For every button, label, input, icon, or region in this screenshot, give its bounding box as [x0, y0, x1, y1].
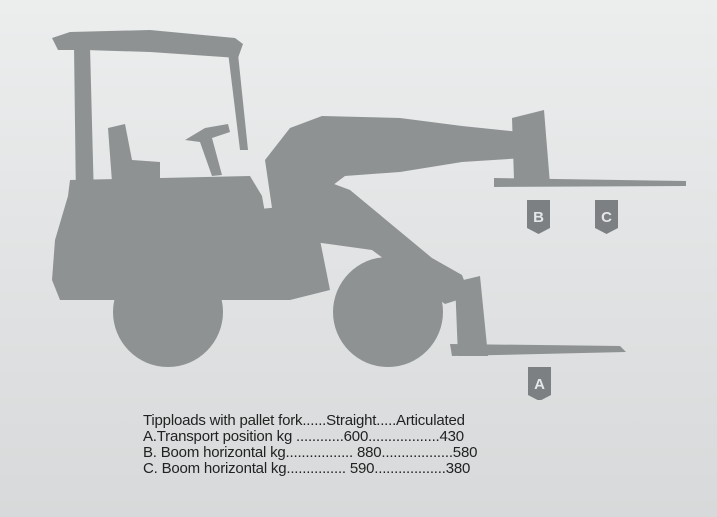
marker-c-label: C	[601, 209, 612, 226]
marker-c: C	[595, 200, 618, 234]
steering-column	[185, 124, 230, 176]
lower-forks	[450, 344, 626, 356]
front-wheel	[333, 257, 443, 367]
lower-fork-carriage	[455, 276, 488, 356]
boom-lower-arm	[280, 175, 470, 304]
cab-rear-pillar	[74, 46, 94, 200]
loader-body	[52, 176, 272, 300]
marker-a-label: A	[534, 376, 545, 393]
upper-forks	[494, 178, 686, 187]
marker-b: B	[527, 200, 550, 234]
marker-a: A	[528, 367, 551, 400]
seat	[108, 124, 160, 182]
marker-b-label: B	[533, 209, 544, 226]
cab-roof	[52, 30, 243, 58]
cab-front-pillar	[228, 52, 248, 150]
loader-silhouette-diagram: B C A	[52, 30, 686, 400]
spec-table-header: Tipploads with pallet fork......Straight…	[143, 412, 465, 429]
tipload-spec-table: Tipploads with pallet fork......Straight…	[143, 413, 477, 477]
spec-row-c: C. Boom horizontal kg............... 590…	[143, 460, 471, 477]
rear-wheel	[113, 257, 223, 367]
spec-row-b: B. Boom horizontal kg................. 8…	[143, 444, 478, 461]
upper-fork-carriage	[512, 110, 550, 184]
boom-upper-arm	[265, 116, 524, 210]
spec-row-a: A.Transport position kg ............600.…	[143, 428, 464, 445]
